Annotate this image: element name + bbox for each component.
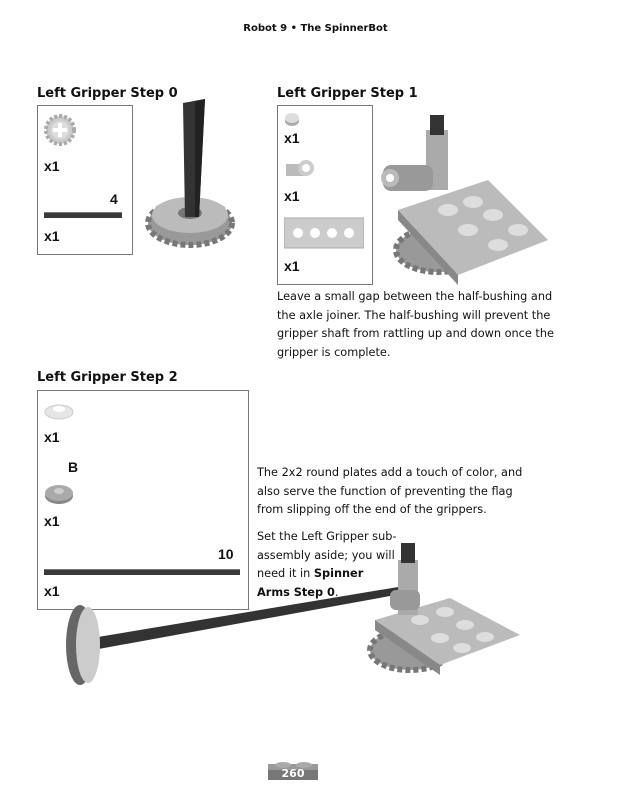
note-text: . — [334, 585, 339, 599]
step0-parts-box: x1 4 x1 — [37, 105, 133, 255]
step1-model-image — [381, 115, 548, 285]
part-qty: x1 — [284, 258, 300, 274]
plate-2x4-icon — [284, 217, 364, 249]
step2-aside-note: Set the Left Gripper sub-assembly aside;… — [257, 528, 397, 602]
half-bushing-icon — [285, 113, 299, 126]
axle-length: 10 — [218, 546, 234, 562]
step1-title: Left Gripper Step 1 — [277, 86, 418, 101]
axle-part-icon — [44, 569, 240, 575]
part-qty: x1 — [44, 583, 60, 599]
axle-joiner-icon — [286, 160, 314, 176]
axle-length: 4 — [110, 191, 118, 207]
part-label: B — [68, 459, 79, 475]
step1-note: Leave a small gap between the half-bushi… — [277, 290, 554, 359]
step2-title: Left Gripper Step 2 — [37, 370, 178, 385]
step1-parts-box: x1 x1 x1 — [277, 105, 373, 285]
part-qty: x1 — [44, 228, 60, 244]
step0-model-image — [145, 99, 235, 248]
page-number-brick-icon — [268, 762, 318, 780]
running-header: Robot 9 • The SpinnerBot — [243, 23, 388, 34]
gear-part-icon — [44, 114, 76, 146]
page-number: 260 — [281, 767, 305, 780]
cross-reference: Spinner Arms Step 0 — [257, 567, 364, 599]
step2-model-image — [66, 543, 520, 685]
step2-note: The 2x2 round plates add a touch of colo… — [257, 466, 523, 516]
round-plate-2x2-icon — [45, 485, 73, 504]
part-qty: x1 — [44, 429, 60, 445]
part-qty: x1 — [44, 513, 60, 529]
part-qty: x1 — [284, 130, 300, 146]
round-plate-2x2-icon — [44, 404, 74, 420]
axle-part-icon — [44, 212, 122, 218]
part-qty: x1 — [44, 158, 60, 174]
step2-parts-box: x1 B x1 10 x1 — [37, 390, 249, 610]
step0-title: Left Gripper Step 0 — [37, 86, 178, 101]
part-qty: x1 — [284, 188, 300, 204]
note-text: Set the Left Gripper sub-assembly aside;… — [257, 530, 397, 580]
